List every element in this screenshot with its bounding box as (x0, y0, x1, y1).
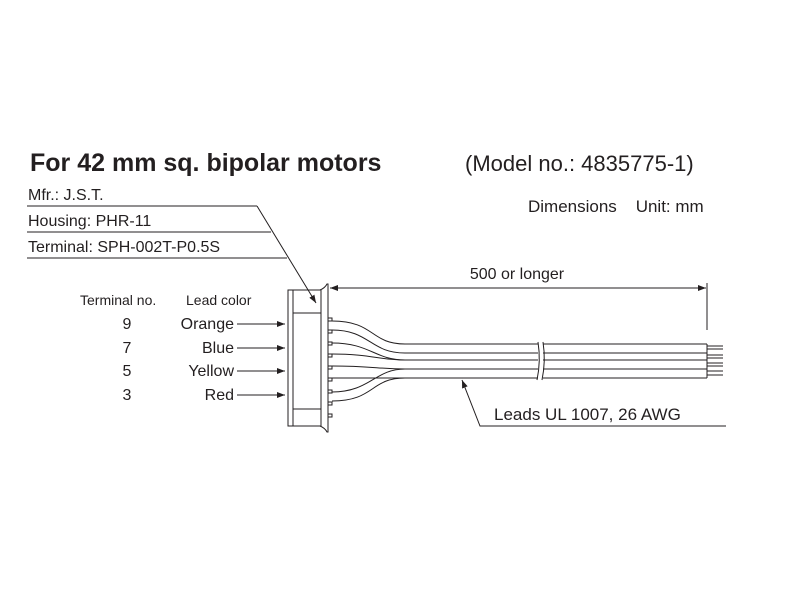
terminal-number: 3 (123, 387, 132, 404)
terminal-row: 7 Blue (123, 340, 285, 357)
header-lead-color: Lead color (186, 292, 252, 308)
spec-housing: Housing: PHR-11 (28, 213, 151, 230)
lead-color: Red (205, 387, 234, 404)
terminal-row: 9 Orange (123, 316, 285, 333)
leads-label: Leads UL 1007, 26 AWG (494, 405, 681, 424)
title: For 42 mm sq. bipolar motors (30, 149, 381, 177)
terminal-number: 9 (123, 316, 132, 333)
spec-terminal: Terminal: SPH-002T-P0.5S (28, 239, 220, 256)
connector-housing (287, 283, 329, 433)
terminal-row: 3 Red (123, 387, 285, 404)
lead-color: Blue (202, 340, 234, 357)
model-number: (Model no.: 4835775-1) (465, 151, 694, 176)
terminal-number: 5 (123, 363, 132, 380)
lead-color: Yellow (188, 363, 234, 380)
connector-pins (327, 317, 333, 418)
header-terminal-no: Terminal no. (80, 292, 156, 308)
length-dimension (330, 283, 708, 330)
units-label: Dimensions Unit: mm (528, 197, 704, 216)
length-label: 500 or longer (470, 266, 565, 283)
terminal-row: 5 Yellow (123, 363, 285, 380)
lead-color: Orange (181, 316, 234, 333)
lead-wires (331, 320, 708, 402)
leads-leader-arrow (461, 379, 726, 427)
spec-leader-arrow (256, 205, 317, 304)
stripped-lead-ends (707, 345, 723, 376)
terminal-number: 7 (123, 340, 132, 357)
spec-mfr: Mfr.: J.S.T. (28, 187, 104, 204)
